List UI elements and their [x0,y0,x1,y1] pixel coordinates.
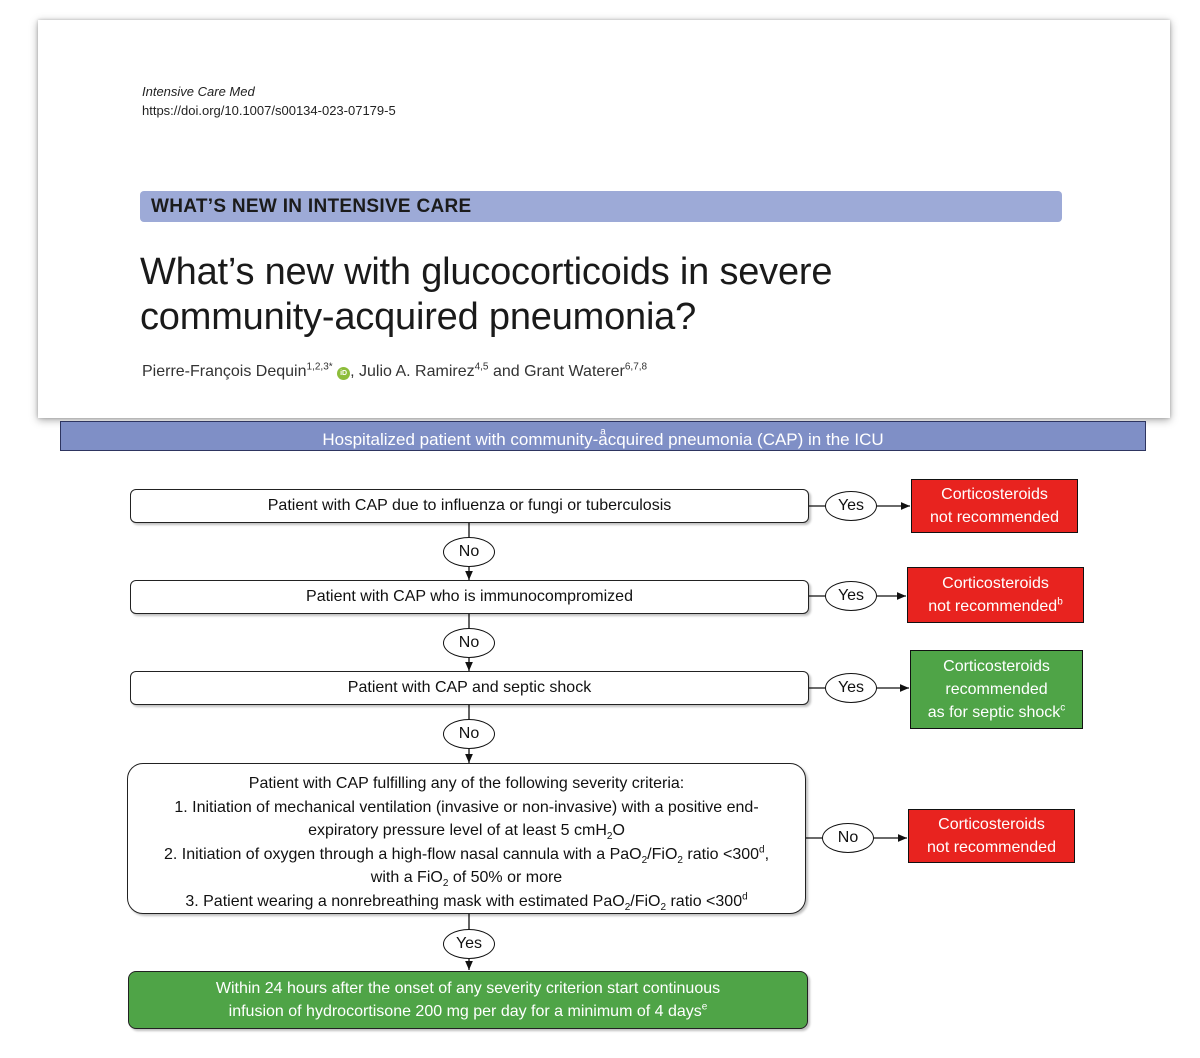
no-oval-3: No [443,719,495,749]
criteria-1-cont: expiratory pressure level of at least 5 … [308,822,625,843]
author-3[interactable]: and Grant Waterer [488,363,625,380]
journal-name: Intensive Care Med [142,84,255,99]
flowchart-header: Hospitalized patient with community-acqu… [60,421,1146,451]
author-1-affiliations: 1,2,3* [306,361,333,373]
outcome-recommended-septic-shock: Corticosteroids recommended as for septi… [910,650,1083,729]
title-line-1: What’s new with glucocorticoids in sever… [140,251,833,293]
section-label: WHAT’S NEW IN INTENSIVE CARE [151,196,472,217]
criteria-1: 1. Initiation of mechanical ventilation … [174,798,759,816]
criteria-3: 3. Patient wearing a nonrebreathing mask… [185,891,748,913]
decision-immunocompromized: Patient with CAP who is immunocompromize… [130,580,809,614]
author-2[interactable]: , Julio A. Ramirez [350,363,475,380]
section-banner: WHAT’S NEW IN INTENSIVE CARE [140,191,1062,222]
author-2-affiliations: 4,5 [474,361,489,373]
author-3-affiliations: 6,7,8 [624,361,648,373]
yes-oval-1: Yes [825,491,877,521]
paper-header-card: Intensive Care Med https://doi.org/10.10… [38,20,1170,418]
title-line-2: community-acquired pneumonia? [140,296,697,338]
yes-oval-2: Yes [825,581,877,611]
decision-septic-shock: Patient with CAP and septic shock [130,671,809,705]
author-list: Pierre-François Dequin1,2,3* iD, Julio A… [142,361,648,381]
yes-oval-4: Yes [443,929,495,959]
no-oval-1: No [443,537,495,567]
orcid-icon[interactable]: iD [337,367,351,380]
yes-oval-3: Yes [825,673,877,703]
final-recommendation: Within 24 hours after the onset of any s… [128,971,808,1029]
outcome-not-recommended-1: Corticosteroids not recommended [911,479,1078,533]
decision-influenza-fungi-tb: Patient with CAP due to influenza or fun… [130,489,809,523]
criteria-intro: Patient with CAP fulfilling any of the f… [248,775,685,792]
article-title: What’s new with glucocorticoids in sever… [140,250,1100,340]
outcome-not-recommended-2: Corticosteroids not recommendedb [907,567,1084,623]
outcome-not-recommended-4: Corticosteroids not recommended [908,809,1075,863]
no-oval-4: No [822,823,874,853]
criteria-2: 2. Initiation of oxygen through a high-f… [163,844,770,866]
decision-severity-criteria: Patient with CAP fulfilling any of the f… [127,763,806,914]
criteria-2-cont: with a FiO2 of 50% or more [370,869,563,890]
doi-link[interactable]: https://doi.org/10.1007/s00134-023-07179… [142,103,396,118]
author-1[interactable]: Pierre-François Dequin [142,363,307,380]
no-oval-2: No [443,628,495,658]
flowchart-header-text: Hospitalized patient with community-acqu… [322,426,884,449]
